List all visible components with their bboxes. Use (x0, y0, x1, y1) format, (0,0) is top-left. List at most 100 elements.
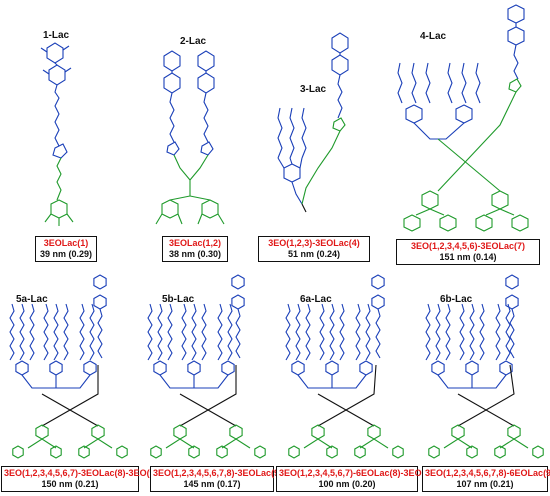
benzene-ring (188, 445, 200, 459)
eo-linker-lac (375, 308, 381, 359)
benzene-ring (392, 445, 404, 459)
panel-2-lac: 2-Lac (140, 28, 250, 268)
structure-2-lac (155, 50, 225, 225)
eo-arm (469, 303, 475, 361)
composition-label: 3EOLac(1,2) (168, 238, 222, 248)
benzene-ring (50, 445, 62, 459)
eo-linker-lac (513, 44, 519, 80)
eo-arm (19, 303, 25, 361)
label-box: 3EO(1,2,3,4,5,6)-3EOLac(7) 151 nm (0.14) (396, 239, 540, 265)
structure-3-lac (277, 32, 349, 213)
eo-arm (445, 303, 451, 361)
sugar-ring (505, 294, 519, 310)
benzene-ring (354, 445, 366, 459)
eo-arm (459, 303, 465, 361)
lactose-headgroup-left (163, 50, 181, 94)
compound-name: 6b-Lac (440, 294, 473, 305)
benzene-ring (451, 424, 465, 440)
cross-bond (41, 365, 99, 427)
cross-bond (179, 365, 237, 427)
eo-linker-lac (97, 308, 103, 359)
eo-arm (319, 303, 325, 361)
size-label: 107 nm (0.21) (456, 479, 514, 489)
lactose-headgroup (231, 274, 245, 359)
blue-scaffolds (153, 360, 235, 389)
structure-6b-lac (425, 274, 544, 459)
triazole-rings (166, 141, 214, 156)
benzene-ring (359, 360, 373, 376)
compound-name: 5a-Lac (16, 294, 48, 305)
scaffold-bridge (437, 374, 507, 389)
size-label: 151 nm (0.14) (439, 252, 497, 262)
benzene-ring (254, 445, 266, 459)
panel-5b-lac: 5b-Lac 3EO(1,2,3,4,5,6,7,8)-3EOLac(9) 14… (140, 270, 283, 496)
benzene-ring (465, 360, 479, 376)
sugar-ring (93, 274, 107, 290)
eo-linker-lac (235, 308, 241, 359)
composition-label: 3EO(1,2,3,4,5,6,7)-3EOLac(8)-3EO(9) (4, 468, 158, 478)
label-box: 3EOLac(1) 39 nm (0.29) (35, 236, 97, 262)
label-box: 3EO(1,2,3,4,5,6,7)-6EOLac(8)-3EO(9) 100 … (276, 466, 433, 492)
scaffold-bridge (21, 374, 91, 389)
eo-arm (167, 303, 173, 361)
eo-arms (285, 303, 371, 361)
lactose-headgroup-right (197, 50, 215, 94)
blue-scaffolds (405, 104, 473, 140)
benzene-ring (507, 424, 521, 440)
eo-arm (157, 303, 163, 361)
lactose-headgroup (507, 4, 525, 46)
core-benzenes (12, 424, 128, 459)
green-cross (437, 91, 517, 192)
eo-arm (505, 303, 511, 361)
label-box: 3EO(1,2,3,4,5,6,7,8)-6EOLac(9) 107 nm (0… (422, 466, 550, 492)
composition-label: 3EO(1,2,3,4,5,6,7,8)-3EOLac(9) (153, 468, 283, 478)
composition-label: 3EO(1,2,3,4,5,6,7)-6EOLac(8)-3EO(9) (279, 468, 433, 478)
eo-arm (53, 303, 59, 361)
amide-node (301, 203, 307, 213)
triazole-ring (332, 117, 346, 132)
core-bond (303, 438, 389, 449)
eo-arms (397, 62, 481, 104)
eo-arm (191, 303, 197, 361)
benzene-ring (216, 445, 228, 459)
size-label: 150 nm (0.21) (41, 479, 99, 489)
eo-arm (495, 303, 501, 361)
compound-name: 1-Lac (43, 30, 70, 41)
benzene-ring (428, 445, 440, 459)
benzene-ring (466, 445, 478, 459)
eo-arm (43, 303, 49, 361)
benzene-ring (325, 360, 339, 376)
scaffold-bridge (297, 374, 367, 389)
core-bond (27, 438, 113, 449)
benzene-ring (288, 445, 300, 459)
eo-linker-lac (337, 74, 343, 119)
green-connector (301, 130, 341, 205)
lactose-headgroup (93, 274, 107, 359)
compound-name: 6a-Lac (300, 294, 332, 305)
eo-arm (425, 303, 431, 361)
cross-linker (317, 364, 377, 427)
core-benzene (44, 199, 74, 226)
label-box: 3EO(1,2,3)-3EOLac(4) 51 nm (0.24) (258, 236, 370, 262)
composition-label: 3EO(1,2,3,4,5,6)-3EOLac(7) (410, 241, 526, 251)
sugar-ring (231, 274, 245, 290)
core-bond (165, 438, 251, 449)
label-box: 3EOLac(1,2) 38 nm (0.30) (162, 236, 228, 262)
benzene-ring (367, 424, 381, 440)
benzene-ring (83, 360, 97, 376)
size-label: 38 nm (0.30) (168, 249, 222, 259)
eo-linker-lac (509, 308, 515, 359)
cross-linker (179, 365, 237, 427)
eo-arm (435, 303, 441, 361)
size-label: 39 nm (0.29) (39, 249, 93, 259)
panel-3-lac: 3-Lac 3EO(1, (258, 28, 390, 268)
benzene-ring (116, 445, 128, 459)
eo-arm (355, 303, 361, 361)
core-benzenes (150, 424, 266, 459)
blue-scaffolds (291, 360, 373, 389)
scaffold (277, 157, 303, 205)
benzene-ring (49, 360, 63, 376)
eo-linker-right (203, 92, 209, 143)
label-box: 3EO(1,2,3,4,5,6,7)-3EOLac(8)-3EO(9) 150 … (1, 466, 158, 492)
panel-4-lac: 4-Lac (390, 4, 550, 268)
